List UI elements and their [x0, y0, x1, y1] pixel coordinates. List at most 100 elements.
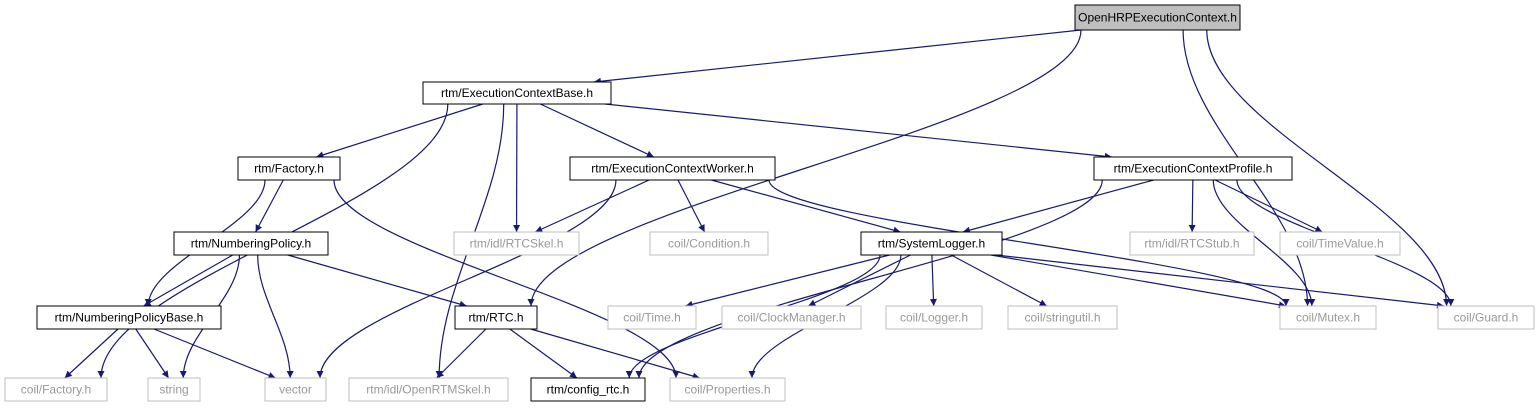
- node-label: coil/Factory.h: [21, 383, 91, 397]
- node-rtc[interactable]: rtm/RTC.h: [454, 305, 538, 330]
- edge-ecbase-to-factory: [316, 103, 483, 159]
- node-ecbase[interactable]: rtm/ExecutionContextBase.h: [422, 81, 612, 105]
- edge-ecprofile-to-timevalue: [1214, 179, 1323, 233]
- node-coilfactory: coil/Factory.h: [4, 377, 108, 402]
- node-box: [453, 231, 580, 256]
- node-root[interactable]: OpenHRPExecutionContext.h: [1074, 4, 1241, 31]
- node-vector: vector: [264, 377, 327, 402]
- node-openrtmskel: rtm/idl/OpenRTMSkel.h: [348, 377, 509, 402]
- edge-rtc-to-properties: [530, 328, 700, 380]
- edge-factory-to-properties: [333, 179, 680, 379]
- node-box: [147, 377, 201, 402]
- node-box: [1437, 305, 1535, 330]
- edge-syslogger-to-time: [685, 254, 890, 308]
- node-label: coil/stringutil.h: [1024, 311, 1100, 325]
- node-box: [1279, 231, 1401, 256]
- node-clockmgr: coil/ClockManager.h: [721, 305, 862, 330]
- node-ecworker[interactable]: rtm/ExecutionContextWorker.h: [569, 156, 776, 181]
- nodes: OpenHRPExecutionContext.h rtm/ExecutionCo…: [4, 4, 1535, 402]
- node-numpol[interactable]: rtm/NumberingPolicy.h: [173, 231, 329, 256]
- node-box: [607, 305, 697, 330]
- node-label: coil/Properties.h: [684, 383, 770, 397]
- node-label: vector: [279, 383, 312, 397]
- node-label: rtm/config_rtc.h: [547, 383, 630, 397]
- node-label: coil/Condition.h: [668, 237, 750, 251]
- node-box: [569, 156, 776, 181]
- node-string: string: [147, 377, 201, 402]
- node-rtcskel: rtm/idl/RTCSkel.h: [453, 231, 580, 256]
- node-box: [669, 377, 786, 402]
- node-label: rtm/ExecutionContextWorker.h: [591, 162, 754, 176]
- node-box: [348, 377, 509, 402]
- node-label: string: [159, 383, 188, 397]
- node-label: rtm/NumberingPolicy.h: [191, 237, 311, 251]
- node-time: coil/Time.h: [607, 305, 697, 330]
- node-label: rtm/ExecutionContextBase.h: [441, 86, 593, 100]
- edge-syslogger-to-guard: [995, 254, 1445, 309]
- node-timevalue: coil/TimeValue.h: [1279, 231, 1401, 256]
- node-label: rtm/idl/OpenRTMSkel.h: [366, 383, 490, 397]
- edge-syslogger-to-logger: [929, 254, 937, 307]
- edge-numpol-to-numpolbase: [143, 254, 233, 307]
- node-label: coil/Mutex.h: [1296, 311, 1360, 325]
- node-label: rtm/ExecutionContextProfile.h: [1114, 162, 1273, 176]
- node-box: [4, 377, 108, 402]
- node-condition: coil/Condition.h: [649, 231, 769, 256]
- node-box: [1093, 156, 1293, 181]
- node-ecprofile[interactable]: rtm/ExecutionContextProfile.h: [1093, 156, 1293, 181]
- node-stringutil: coil/stringutil.h: [1007, 305, 1118, 330]
- node-logger: coil/Logger.h: [885, 305, 983, 330]
- node-box: [860, 231, 1003, 256]
- node-label: coil/Logger.h: [900, 311, 968, 325]
- node-rtcstub: rtm/idl/RTCStub.h: [1129, 231, 1255, 256]
- node-box: [1007, 305, 1118, 330]
- node-guard: coil/Guard.h: [1437, 305, 1535, 330]
- node-label: coil/Time.h: [623, 311, 681, 325]
- node-label: coil/TimeValue.h: [1296, 237, 1383, 251]
- edge-root-to-guard: [1206, 29, 1451, 307]
- edge-numpol-to-rtc: [287, 254, 467, 308]
- node-numpolbase[interactable]: rtm/NumberingPolicyBase.h: [36, 305, 222, 330]
- edge-rtc-to-openrtmskel: [436, 328, 487, 379]
- edge-ecworker-to-rtcskel: [534, 179, 650, 233]
- node-label: rtm/NumberingPolicyBase.h: [55, 311, 204, 325]
- node-label: rtm/RTC.h: [468, 311, 523, 325]
- node-box: [454, 305, 538, 330]
- edge-syslogger-to-mutex: [990, 254, 1287, 309]
- edges: [64, 29, 1455, 380]
- node-properties: coil/Properties.h: [669, 377, 786, 402]
- node-label: rtm/idl/RTCStub.h: [1144, 237, 1239, 251]
- node-label: OpenHRPExecutionContext.h: [1078, 11, 1237, 25]
- edge-ecbase-to-ecworker: [540, 103, 655, 158]
- edge-root-to-rtc: [527, 29, 1082, 307]
- node-mutex: coil/Mutex.h: [1279, 305, 1377, 330]
- node-box: [36, 305, 222, 330]
- edge-ecprofile-to-configrtc: [635, 179, 1103, 379]
- node-configrtc[interactable]: rtm/config_rtc.h: [530, 377, 646, 402]
- node-box: [264, 377, 327, 402]
- node-label: rtm/SystemLogger.h: [878, 237, 985, 251]
- node-box: [721, 305, 862, 330]
- edge-ecprofile-to-rtcstub: [1188, 179, 1196, 233]
- edge-ecworker-to-vector: [316, 179, 617, 379]
- node-factory[interactable]: rtm/Factory.h: [237, 156, 341, 181]
- node-box: [1074, 4, 1241, 31]
- node-label: coil/ClockManager.h: [737, 311, 845, 325]
- edge-ecbase-to-ecprofile: [604, 103, 1112, 160]
- node-box: [885, 305, 983, 330]
- edge-factory-to-numpol: [255, 179, 284, 233]
- edge-ecworker-to-mutex: [768, 179, 1290, 307]
- node-box: [173, 231, 329, 256]
- edge-numpol-to-vector: [257, 254, 294, 379]
- edge-ecworker-to-syslogger: [711, 179, 901, 234]
- edge-ecworker-to-condition: [677, 179, 706, 233]
- node-box: [237, 156, 341, 181]
- node-box: [649, 231, 769, 256]
- node-box: [530, 377, 646, 402]
- edge-syslogger-to-stringutil: [950, 254, 1048, 307]
- node-box: [1129, 231, 1255, 256]
- node-syslogger[interactable]: rtm/SystemLogger.h: [860, 231, 1003, 256]
- edge-rtc-to-configrtc: [509, 328, 578, 379]
- node-label: rtm/idl/RTCSkel.h: [470, 237, 564, 251]
